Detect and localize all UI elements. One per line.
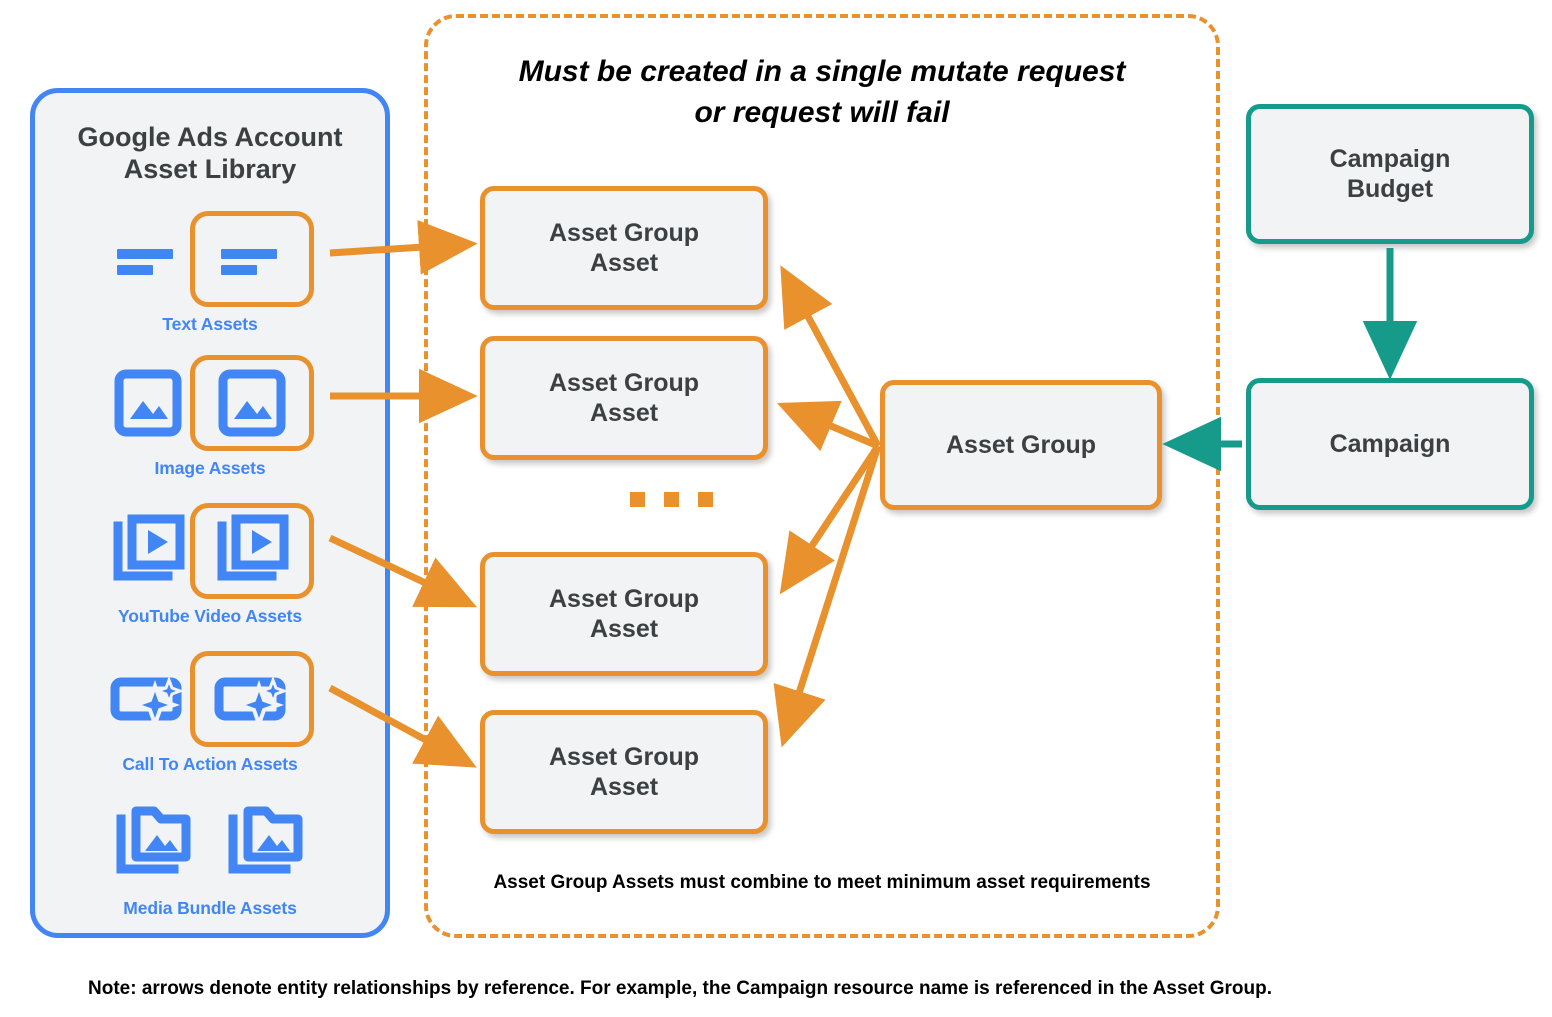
campaign-box[interactable]: Campaign <box>1246 378 1534 510</box>
node-label: Asset Group <box>945 430 1097 459</box>
library-item-label: Media Bundle Assets <box>123 898 297 918</box>
node-label: Asset Group Asset <box>548 368 700 428</box>
node-label: Campaign Budget <box>1329 144 1451 204</box>
video-stack-icon <box>106 509 190 593</box>
asset-group-box[interactable]: Asset Group <box>880 380 1162 510</box>
ellipsis-dot <box>698 492 713 507</box>
call-to-action-icon-highlighted[interactable] <box>190 651 314 747</box>
library-item-text-assets[interactable]: Text Assets <box>35 211 385 335</box>
node-label: Asset Group Asset <box>548 742 700 802</box>
library-item-label: Call To Action Assets <box>122 754 298 774</box>
media-bundle-icon <box>112 801 196 885</box>
ellipsis-dot <box>664 492 679 507</box>
node-label: Asset Group Asset <box>548 218 700 278</box>
library-item-image-assets[interactable]: Image Assets <box>35 355 385 479</box>
library-item-label: Image Assets <box>154 458 266 478</box>
diagram-note: Note: arrows denote entity relationships… <box>88 978 1272 999</box>
mutate-region-footnote: Asset Group Assets must combine to meet … <box>493 872 1151 893</box>
asset-group-asset-box-4[interactable]: Asset Group Asset <box>480 710 768 834</box>
media-bundle-icon-2 <box>224 801 308 885</box>
library-item-call-to-action-assets[interactable]: Call To Action Assets <box>35 651 385 775</box>
library-item-media-bundle-assets[interactable]: Media Bundle Assets <box>35 795 385 919</box>
ellipsis-indicator <box>630 492 713 507</box>
asset-library-title: Google Ads Account Asset Library <box>77 122 343 185</box>
asset-library-panel: Google Ads Account Asset Library Text <box>30 88 390 938</box>
call-to-action-icon <box>106 657 190 741</box>
mutate-region-title: Must be created in a single mutate reque… <box>518 55 1126 129</box>
text-lines-icon <box>106 217 190 301</box>
video-stack-icon-highlighted[interactable] <box>190 503 314 599</box>
campaign-budget-box[interactable]: Campaign Budget <box>1246 104 1534 244</box>
text-lines-icon-highlighted[interactable] <box>190 211 314 307</box>
library-item-youtube-video-assets[interactable]: YouTube Video Assets <box>35 503 385 627</box>
library-item-label: Text Assets <box>162 314 258 334</box>
node-label: Asset Group Asset <box>548 584 700 644</box>
image-icon <box>106 361 190 445</box>
asset-group-asset-box-3[interactable]: Asset Group Asset <box>480 552 768 676</box>
asset-group-asset-box-1[interactable]: Asset Group Asset <box>480 186 768 310</box>
image-icon-highlighted[interactable] <box>190 355 314 451</box>
node-label: Campaign <box>1329 429 1451 458</box>
library-item-label: YouTube Video Assets <box>117 606 303 626</box>
asset-group-asset-box-2[interactable]: Asset Group Asset <box>480 336 768 460</box>
ellipsis-dot <box>630 492 645 507</box>
